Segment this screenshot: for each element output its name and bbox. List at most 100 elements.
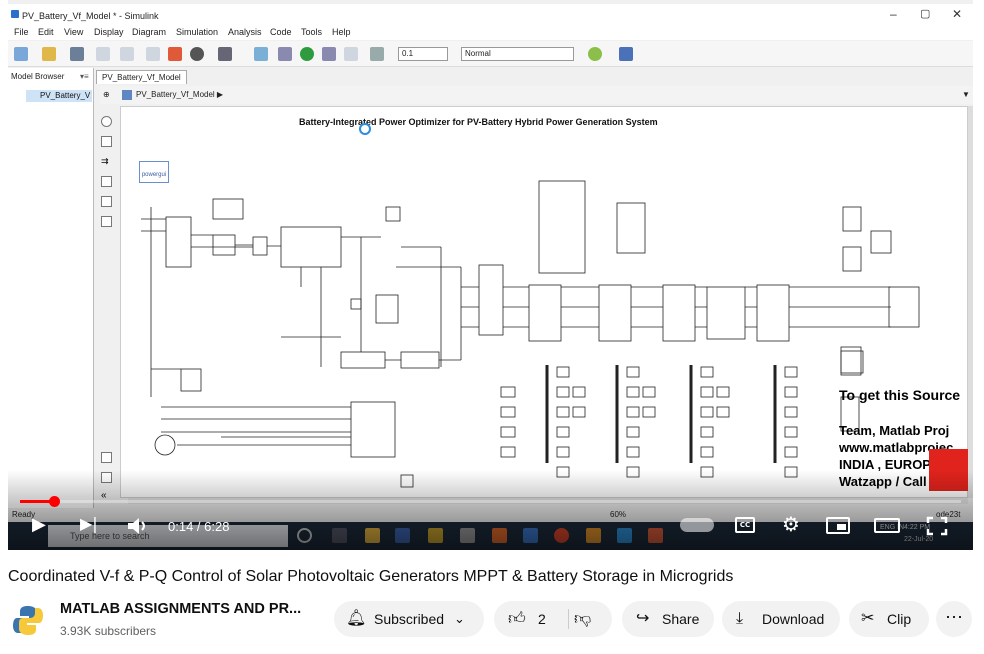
library-browser-icon[interactable] (168, 47, 182, 61)
step-forward-icon[interactable] (322, 47, 336, 61)
small-scope-block (350, 298, 362, 310)
progress-bar[interactable] (20, 496, 961, 507)
like-dislike-group: 👍︎ 2 👎︎ (494, 601, 612, 637)
menu-help[interactable]: Help (332, 27, 351, 37)
channel-name[interactable]: MATLAB ASSIGNMENTS AND PR... (60, 601, 302, 617)
video-player[interactable]: PV_Battery_Vf_Model * - Simulink – ▢ ✕ F… (8, 0, 973, 550)
clock-date[interactable]: 22-Jul-20 (904, 536, 934, 543)
step-back-icon[interactable] (254, 47, 268, 61)
back-icon[interactable] (96, 47, 110, 61)
word-icon[interactable] (523, 528, 538, 543)
vertical-scrollbar[interactable] (968, 106, 973, 498)
avatar[interactable] (8, 600, 48, 640)
menu-icon[interactable]: ▾≡ (80, 72, 89, 81)
app-icon-5[interactable] (648, 528, 663, 543)
menu-diagram[interactable]: Diagram (132, 27, 167, 37)
breadcrumb-path[interactable]: PV_Battery_Vf_Model ▶ (136, 90, 224, 99)
menu-edit[interactable]: Edit (38, 27, 54, 37)
more-horizontal-icon: ⋯ (945, 607, 963, 627)
chevron-down-icon[interactable]: ▼ (962, 90, 970, 99)
mppt-block (340, 351, 386, 369)
menu-view[interactable]: View (64, 27, 84, 37)
scope-block-3 (400, 474, 414, 488)
clip-button[interactable]: ✂ Clip (849, 601, 929, 637)
annotation-icon[interactable] (101, 176, 112, 187)
progress-scrubber[interactable] (48, 496, 60, 507)
autoplay-toggle[interactable] (680, 518, 714, 532)
model-browser-item[interactable]: PV_Battery_V (26, 90, 92, 102)
fullscreen-icon[interactable] (926, 516, 948, 536)
settings-gear-icon[interactable] (190, 47, 204, 61)
share-button[interactable]: ↪ Share (622, 601, 714, 637)
model-advisor-icon[interactable] (588, 47, 602, 61)
image-icon[interactable] (101, 196, 112, 207)
stop-icon[interactable] (344, 47, 358, 61)
explorer-bar-icon[interactable] (101, 452, 112, 463)
restore-icon[interactable]: ▢ (920, 8, 931, 20)
menu-code[interactable]: Code (270, 27, 292, 37)
status-zoom: 60% (610, 510, 627, 519)
file-explorer-icon[interactable] (365, 528, 380, 543)
arrow-right-icon[interactable]: ⇉ (101, 156, 109, 166)
menu-analysis[interactable]: Analysis (228, 27, 262, 37)
save-icon[interactable] (70, 47, 84, 61)
subscribed-button[interactable]: 🔔︎ Subscribed ⌄ (334, 601, 484, 637)
app-icon-3[interactable] (460, 528, 475, 543)
open-folder-icon[interactable] (42, 47, 56, 61)
python-logo-icon (13, 606, 43, 635)
grid-icon[interactable] (619, 47, 633, 61)
fit-view-icon[interactable] (101, 136, 112, 147)
video-title[interactable]: Coordinated V-f & P-Q Control of Solar P… (8, 568, 734, 585)
task-view-icon[interactable] (332, 528, 347, 543)
scope-icon[interactable] (370, 47, 384, 61)
theater-mode-icon[interactable] (874, 518, 900, 533)
load-block-1 (842, 206, 862, 232)
area-icon[interactable] (101, 216, 112, 227)
stop-time-input[interactable]: 0.1 (398, 47, 448, 61)
new-model-icon[interactable] (14, 47, 28, 61)
app-icon-2[interactable] (428, 528, 443, 543)
measurement-blocks (500, 366, 798, 478)
volume-icon[interactable] (126, 516, 148, 536)
tab-model[interactable]: PV_Battery_Vf_Model (96, 70, 187, 84)
settings-gear-icon-player[interactable]: ⚙ (782, 512, 800, 536)
ie-icon[interactable] (617, 528, 632, 543)
zoom-icon[interactable] (101, 116, 112, 127)
subtitles-icon[interactable]: CC (735, 517, 755, 533)
download-button[interactable]: ⤓ Download (722, 601, 840, 637)
menu-file[interactable]: File (14, 27, 29, 37)
cortana-icon[interactable] (297, 528, 312, 543)
chrome-icon[interactable] (554, 528, 569, 543)
subscribed-label: Subscribed (374, 611, 445, 627)
simulation-mode-select[interactable]: Normal (461, 47, 574, 61)
model-canvas[interactable]: Battery-Integrated Power Optimizer for P… (120, 106, 969, 498)
product-block (212, 198, 244, 220)
play-icon[interactable]: ▶ (32, 514, 46, 535)
clip-label: Clip (887, 611, 912, 627)
divider (568, 609, 569, 629)
next-icon[interactable]: ▶| (80, 514, 98, 533)
app-icon-4[interactable] (586, 528, 601, 543)
run-play-icon[interactable] (300, 47, 314, 61)
close-icon[interactable]: ✕ (952, 7, 963, 21)
model-data-icon[interactable] (101, 472, 112, 483)
more-actions-button[interactable]: ⋯ (936, 601, 972, 637)
menu-bar: File Edit View Display Diagram Simulatio… (8, 26, 973, 40)
menu-simulation[interactable]: Simulation (176, 27, 219, 37)
forward-icon[interactable] (120, 47, 134, 61)
breaker-block-1 (842, 246, 862, 272)
dislike-button[interactable]: 👎︎ (574, 601, 591, 637)
miniplayer-icon[interactable] (826, 517, 850, 534)
powergui-block[interactable]: powergui (139, 161, 169, 183)
menu-display[interactable]: Display (94, 27, 124, 37)
like-button[interactable]: 👍︎ 2 (494, 601, 568, 637)
app-icon-1[interactable] (395, 528, 410, 543)
minimize-icon[interactable]: – (890, 7, 897, 21)
model-browser-header: Model Browser (11, 72, 65, 81)
hide-browser-icon[interactable]: ⊕ (103, 90, 110, 99)
model-explorer-icon[interactable] (218, 47, 232, 61)
step-back-alt-icon[interactable] (278, 47, 292, 61)
matlab-icon[interactable] (492, 528, 507, 543)
menu-tools[interactable]: Tools (301, 27, 323, 37)
up-icon[interactable] (146, 47, 160, 61)
